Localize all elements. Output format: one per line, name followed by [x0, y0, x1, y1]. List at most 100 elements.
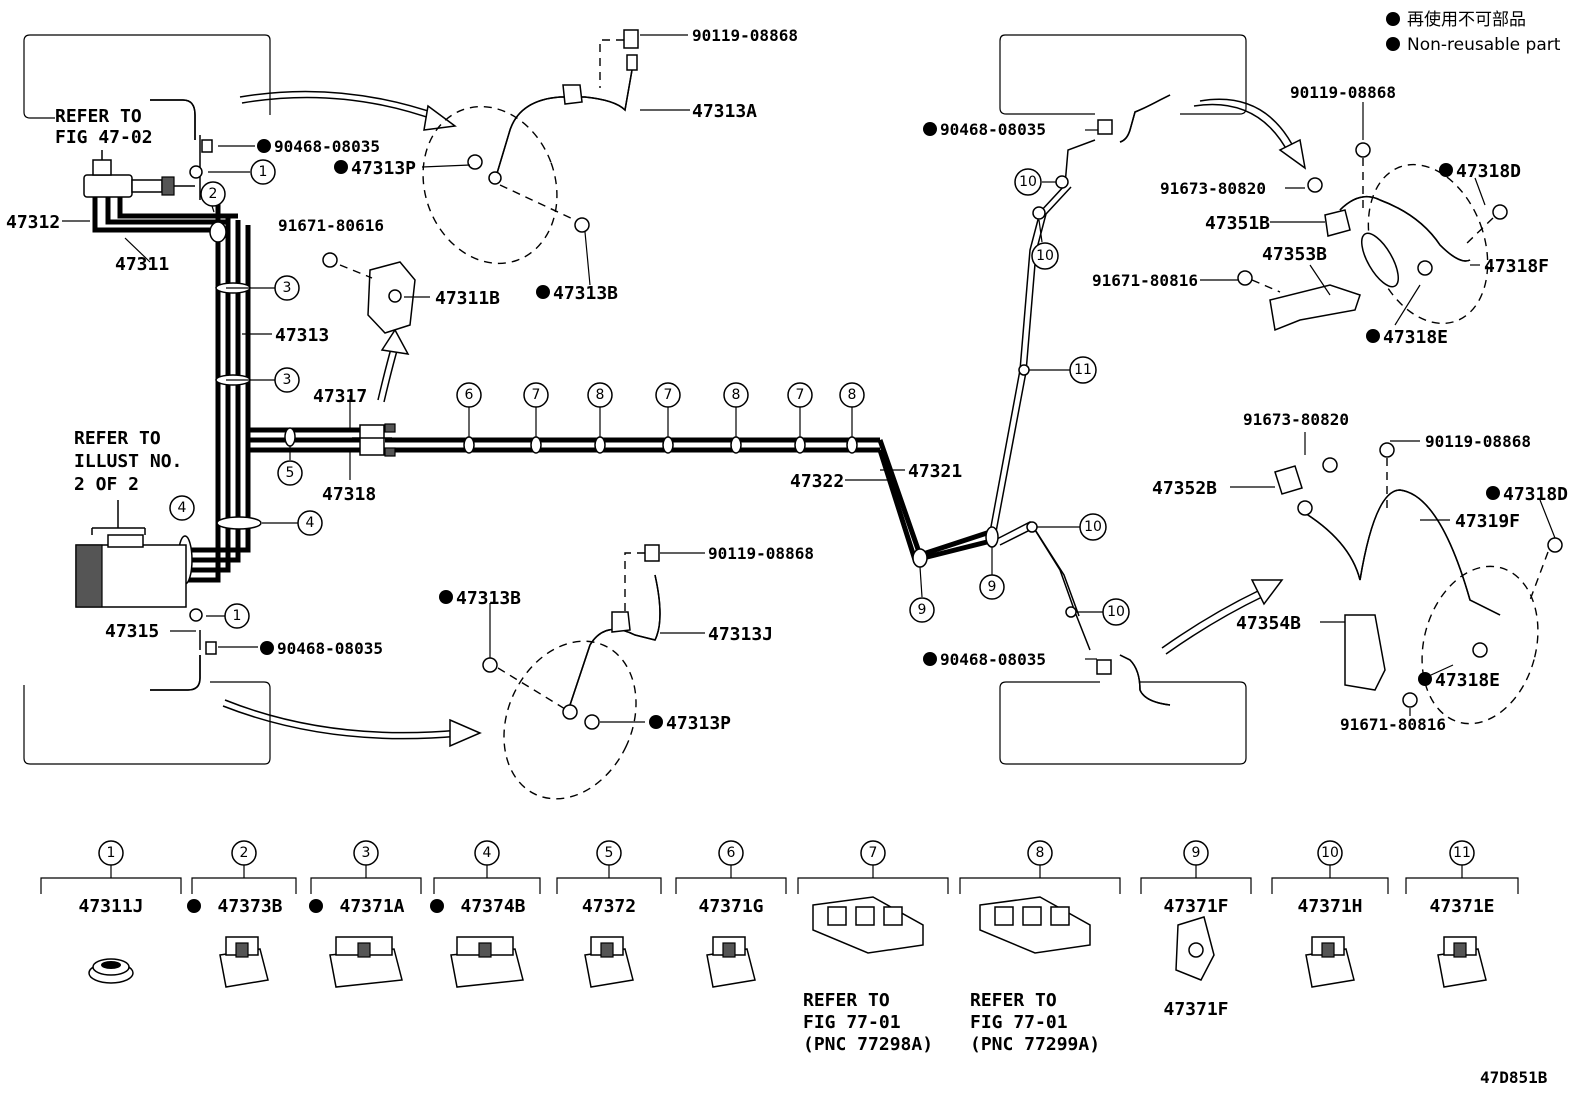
label-47313P-a: 47313P: [351, 158, 416, 179]
callout-8a: 8: [596, 387, 605, 403]
label-47354B: 47354B: [1236, 613, 1301, 634]
clamp-number: 9: [1192, 845, 1201, 861]
part-47315-shape: [75, 500, 187, 608]
callout-3b: 3: [283, 372, 292, 388]
clamp-item: 6 47371G: [675, 840, 787, 988]
clamp-ref-text: REFER TO: [803, 990, 890, 1011]
label-47319F: 47319F: [1455, 511, 1520, 532]
label-90468-a: 90468-08035: [274, 137, 380, 156]
callout-1a: 1: [259, 164, 268, 180]
part-47312-shape: [83, 150, 195, 198]
callout-10d: 10: [1107, 604, 1125, 620]
rear-flex-lines: [1096, 94, 1171, 706]
clamp-number: 11: [1453, 845, 1471, 861]
clamp-item: 3 47371A: [309, 840, 422, 988]
callout-10a: 10: [1019, 174, 1037, 190]
callout-10b: 10: [1036, 248, 1054, 264]
callout-10c: 10: [1084, 519, 1102, 535]
label-90468-d: 90468-08035: [940, 650, 1046, 669]
part-47317-47318-shape: [352, 423, 396, 457]
callout-8c: 8: [848, 387, 857, 403]
label-47318D-a: 47318D: [1456, 161, 1521, 182]
label-90119-a: 90119-08868: [692, 26, 798, 45]
clamp-part-label: 47372: [582, 896, 636, 917]
label-91673-a: 91673-80820: [1160, 179, 1266, 198]
label-47312: 47312: [6, 212, 60, 233]
label-47318: 47318: [322, 484, 376, 505]
callout-1b: 1: [233, 608, 242, 624]
clamp-part-label: 47311J: [78, 896, 143, 917]
label-47313P-b: 47313P: [666, 713, 731, 734]
label-90119-b: 90119-08868: [708, 544, 814, 563]
clamp-number: 6: [727, 845, 736, 861]
ref-illust-b: ILLUST NO.: [74, 451, 182, 472]
clamp-part-label: 47373B: [217, 896, 282, 917]
clamp-part-label: 47371F: [1163, 999, 1228, 1020]
callout-4a: 4: [178, 500, 187, 516]
callout-8b: 8: [732, 387, 741, 403]
label-47318F: 47318F: [1484, 256, 1549, 277]
clamp-number: 7: [869, 845, 878, 861]
clamp-number: 5: [605, 845, 614, 861]
label-47353B: 47353B: [1262, 244, 1327, 265]
label-47318E-b: 47318E: [1435, 670, 1500, 691]
clamp-legend-row: 1 47311J 2 47373B 3 47371A 4 47374B 5 47372 6 47371…: [40, 840, 1519, 1055]
label-47313B-b: 47313B: [456, 588, 521, 609]
clamp-part-label: 47371E: [1429, 896, 1494, 917]
clamp-item: 11 47371E: [1405, 840, 1519, 988]
label-47321: 47321: [908, 461, 962, 482]
clamp-number: 10: [1321, 845, 1339, 861]
front-hose-bottom: [482, 544, 661, 800]
label-90468-b: 90468-08035: [277, 639, 383, 658]
clamp-part-label: 47371G: [698, 896, 763, 917]
callout-4b: 4: [306, 515, 315, 531]
label-90119-d: 90119-08868: [1425, 432, 1531, 451]
callout-7c: 7: [796, 387, 805, 403]
clamp-ref-text: FIG 77-01: [803, 1012, 901, 1033]
clamp-item: 1 47311J: [40, 840, 182, 984]
label-47313B-a: 47313B: [553, 283, 618, 304]
diagram-code: 47D851B: [1480, 1068, 1548, 1087]
label-47315: 47315: [105, 621, 159, 642]
clamp-part-label: 47374B: [460, 896, 525, 917]
clamp-item: 2 47373B: [187, 840, 297, 988]
clamp-number: 2: [240, 845, 249, 861]
legend-jp: 再使用不可部品: [1407, 9, 1526, 30]
label-91671-816b: 91671-80816: [1340, 715, 1446, 734]
label-47322: 47322: [790, 471, 844, 492]
label-47318E-a: 47318E: [1383, 327, 1448, 348]
front-hose-top: [422, 29, 639, 265]
label-47317: 47317: [313, 386, 367, 407]
clamp-number: 3: [362, 845, 371, 861]
label-90468-c: 90468-08035: [940, 120, 1046, 139]
clamp-item: 5 47372: [556, 840, 662, 988]
ref-illust-a: REFER TO: [74, 428, 161, 449]
label-47352B: 47352B: [1152, 478, 1217, 499]
callout-3a: 3: [283, 280, 292, 296]
callouts: 1 2 3 3 4 4 1 5 6 7 8 7 8 7 8 9 9 10 10 …: [169, 159, 1130, 629]
clamp-number: 4: [483, 845, 492, 861]
callout-7a: 7: [532, 387, 541, 403]
callout-2: 2: [209, 186, 218, 202]
callout-5: 5: [286, 465, 295, 481]
clamp-part-label: 47371H: [1297, 896, 1362, 917]
clamp-number: 1: [107, 845, 116, 861]
callout-9a: 9: [918, 602, 927, 618]
part-labels: REFER TO FIG 47-02 90119-08868 47313A 90…: [6, 26, 1568, 734]
front-flex-line-left: [150, 99, 203, 691]
ref-illust-c: 2 OF 2: [74, 474, 139, 495]
label-91671-616: 91671-80616: [278, 216, 384, 235]
legend-en: Non-reusable part: [1407, 35, 1561, 55]
clamp-ref-text: REFER TO: [970, 990, 1057, 1011]
rear-left-assembly: [1274, 442, 1563, 725]
clamp-part-label: 47371A: [339, 896, 404, 917]
label-91673-b: 91673-80820: [1243, 410, 1349, 429]
callout-11: 11: [1074, 362, 1092, 378]
callout-7b: 7: [664, 387, 673, 403]
label-47313A: 47313A: [692, 101, 757, 122]
label-47318D-b: 47318D: [1503, 484, 1568, 505]
